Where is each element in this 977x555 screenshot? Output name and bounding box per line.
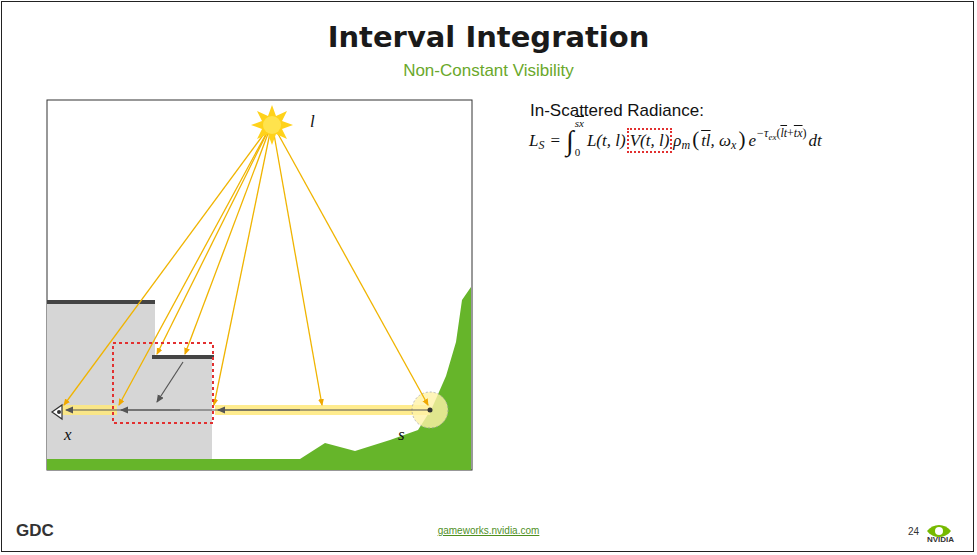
light-label: l: [310, 113, 315, 132]
eye-label: x: [64, 426, 72, 445]
point-label: s: [398, 426, 405, 445]
exponent-subscript: ex: [768, 132, 776, 142]
lower-limit: 0: [575, 147, 584, 158]
exponent: −τex(lt+tx): [756, 126, 807, 140]
math-term: L(t, l): [587, 131, 626, 150]
page-number: 24: [908, 526, 919, 537]
paren: ): [803, 126, 807, 140]
equation: LS=∫sx0L(t, l)V(t, l)ρm(tl, ωx)e−τex(lt+…: [529, 124, 822, 158]
math-subscript: S: [538, 138, 544, 152]
segment: lt: [780, 126, 787, 140]
integral-sign: ∫: [566, 125, 574, 156]
footer-link: gameworks.nvidia.com: [0, 525, 977, 536]
math-symbol: ρ: [673, 131, 681, 150]
math-operator: =: [550, 131, 560, 150]
segment: tx: [794, 126, 803, 140]
math-subscript: m: [681, 138, 690, 152]
math-subscript: x: [731, 138, 736, 152]
brand-name: NVIDIA: [927, 536, 954, 545]
visibility-term: V(t, l): [627, 128, 673, 153]
equation-heading: In-Scattered Radiance:: [530, 102, 704, 121]
differential: dt: [809, 131, 822, 150]
math-symbol: L: [529, 131, 538, 150]
conference-logo: GDC: [16, 522, 54, 541]
upper-limit: sx: [575, 118, 584, 129]
paren: (: [692, 127, 699, 151]
math-symbol: e: [748, 131, 756, 150]
subtitle: Non-Constant Visibility: [0, 62, 977, 81]
slide-title: Interval Integration: [0, 22, 977, 54]
integral-limits: sx0: [575, 132, 584, 154]
math-operator: +: [787, 126, 794, 140]
paren: ): [738, 127, 745, 151]
math-term: , ω: [711, 131, 732, 150]
vector: tl: [701, 131, 710, 150]
exponent-term: −τ: [756, 126, 768, 140]
paren: (: [776, 126, 780, 140]
